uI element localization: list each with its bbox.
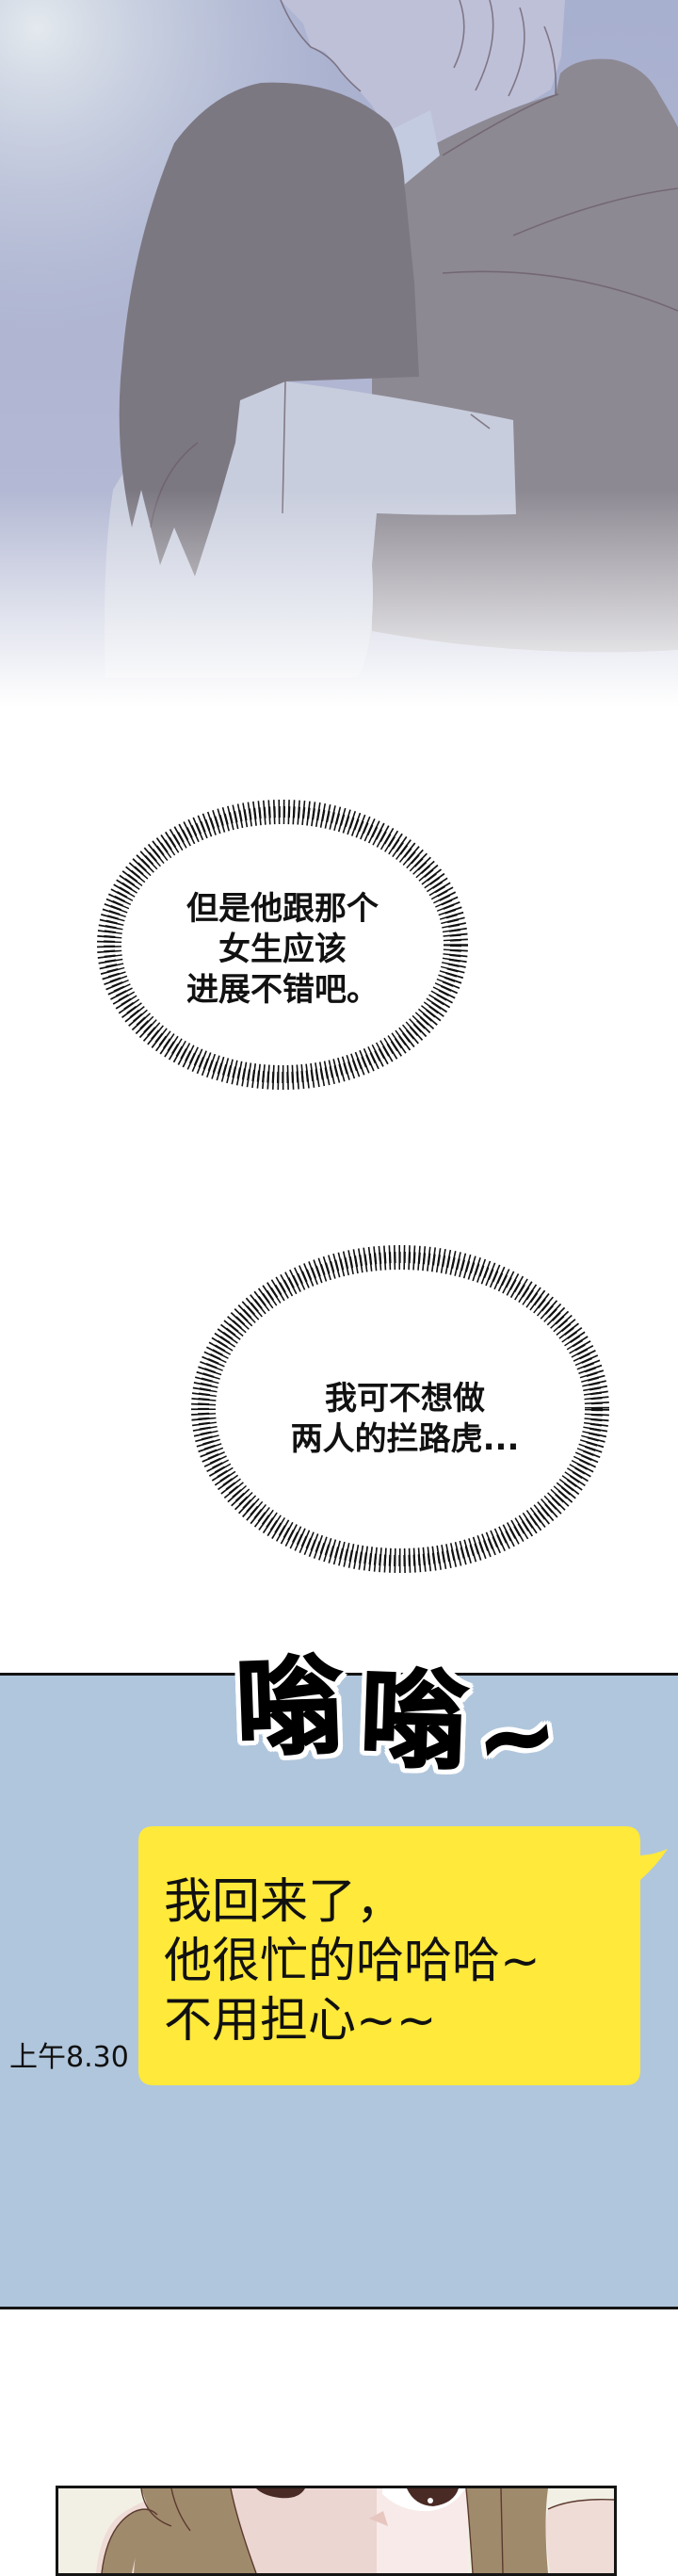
- message-bubble-shape: [138, 1826, 668, 2085]
- message-text: 我回来了， 他很忙的哈哈哈~ 不用担心~~: [164, 1872, 541, 2050]
- thought-line: 我可不想做: [325, 1380, 485, 1418]
- closeup-panel: [56, 2486, 617, 2576]
- thought-bubble-1-text: 但是他跟那个 女生应该 进展不错吧。: [94, 889, 471, 1011]
- message-line: 我回来了，: [164, 1874, 405, 1930]
- girl-collar: [393, 110, 440, 186]
- left-eye: [256, 2488, 305, 2499]
- face-left: [231, 2488, 379, 2573]
- message-line: 他很忙的哈哈哈~: [164, 1934, 541, 1989]
- thought-line: 两人的拦路虎...: [290, 1420, 520, 1458]
- eye-highlight: [428, 2498, 433, 2503]
- bottom-fade: [0, 490, 678, 753]
- closeup-illustration: [58, 2488, 614, 2573]
- sfx-buzz-glyph: 嗡: [233, 1642, 347, 1773]
- blush-mark: [369, 2511, 388, 2526]
- girl-hair: [119, 82, 420, 577]
- man-face: [281, 0, 565, 186]
- right-hair: [466, 2488, 548, 2573]
- message-timestamp: 上午8.30: [9, 2041, 129, 2074]
- embrace-illustration: [0, 0, 678, 753]
- sfx-buzz-glyph: 嗡: [357, 1655, 471, 1786]
- message-line: 不用担心~~: [164, 1993, 437, 2049]
- right-eye-iris: [407, 2488, 459, 2506]
- thought-line: 但是他跟那个: [186, 890, 379, 928]
- right-shoulder: [545, 2499, 614, 2573]
- thought-bubble-2-burst: [191, 1245, 609, 1573]
- thought-bubble-1-burst: [97, 800, 468, 1090]
- message-bubble: [138, 1826, 668, 2085]
- thought-bubble-2-text: 我可不想做 两人的拦路虎...: [217, 1379, 593, 1460]
- sfx-tilde-glyph: ~: [467, 1674, 566, 1801]
- thought-line: 女生应该: [218, 931, 347, 968]
- thought-line: 进展不错吧。: [186, 971, 379, 1009]
